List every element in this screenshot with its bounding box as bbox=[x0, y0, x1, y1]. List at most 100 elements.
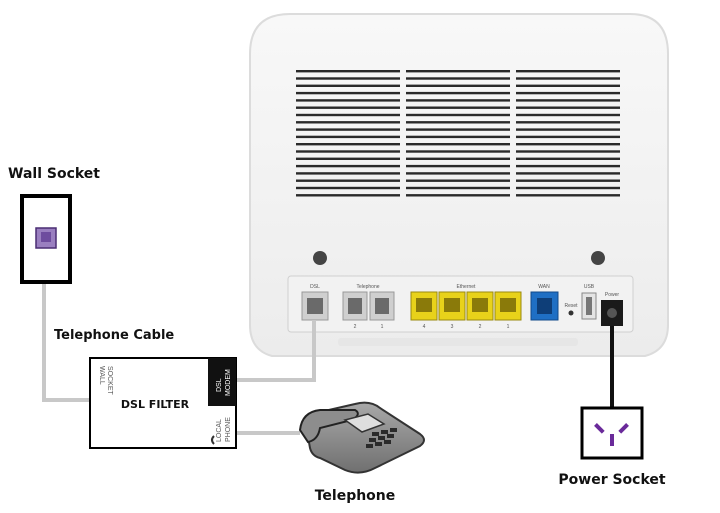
vent-slot bbox=[296, 164, 400, 168]
phone-jack-contacts bbox=[41, 232, 51, 242]
power-port-pin bbox=[607, 308, 617, 318]
ethernet-port-jack bbox=[416, 298, 432, 312]
vent-slot bbox=[406, 194, 510, 197]
dsl-port bbox=[301, 291, 329, 321]
vent-slot bbox=[296, 150, 400, 153]
vent-slot bbox=[516, 179, 620, 182]
vent-slot bbox=[296, 84, 400, 87]
phone-handset bbox=[298, 409, 359, 444]
keypad-button bbox=[384, 440, 391, 444]
wall-socket-title: Wall Socket bbox=[8, 166, 100, 182]
vent-slot bbox=[516, 113, 620, 117]
power-port-label: Power bbox=[605, 292, 620, 298]
telephone-ports-label: Telephone bbox=[356, 284, 379, 290]
dsl-filter-title: DSL FILTER bbox=[121, 398, 190, 411]
wan-port-jack bbox=[537, 298, 552, 314]
vent-slot bbox=[516, 194, 620, 197]
router-screw bbox=[313, 251, 327, 265]
power-socket: Power Socket bbox=[558, 406, 666, 488]
vent-slot bbox=[406, 99, 510, 102]
vent-slot bbox=[296, 157, 400, 160]
filter-dsl-modem-port-label: DSL MODEM bbox=[216, 369, 232, 396]
vent-slot bbox=[406, 179, 510, 182]
vent-slot bbox=[296, 70, 400, 73]
filter-to-router-dsl-cable bbox=[236, 320, 316, 382]
ethernet-port bbox=[438, 291, 466, 321]
vent-slot bbox=[406, 150, 510, 153]
keypad-button bbox=[366, 444, 373, 448]
handset-glyph-icon bbox=[211, 435, 215, 445]
router: DSL Telephone 2 1 Ethernet 4 3 2 1 WAN R… bbox=[249, 13, 669, 357]
phone-keypad bbox=[366, 428, 397, 448]
telephone-title: Telephone bbox=[315, 488, 396, 504]
vent-slot bbox=[406, 172, 510, 175]
desk-phone-icon: Telephone bbox=[298, 401, 425, 504]
vent-slot bbox=[516, 143, 620, 146]
vent-slot bbox=[516, 157, 620, 160]
usb-port-label: USB bbox=[584, 284, 595, 290]
telephone-port-number: 1 bbox=[381, 324, 384, 330]
vent-slot bbox=[406, 91, 510, 95]
vent-slot bbox=[406, 121, 510, 124]
vent-slot bbox=[406, 128, 510, 131]
telephone-cable-label: Telephone Cable bbox=[54, 328, 174, 343]
vent-slot bbox=[296, 91, 400, 95]
svg-text:DSL: DSL bbox=[216, 378, 223, 392]
vent-slot bbox=[516, 164, 620, 168]
wan-port-label: WAN bbox=[538, 284, 550, 290]
keypad-button bbox=[378, 436, 385, 440]
vent-slot bbox=[406, 106, 510, 109]
reset-pinhole bbox=[568, 310, 574, 316]
vent-slot bbox=[516, 77, 620, 80]
cables bbox=[42, 282, 614, 435]
power-socket-title: Power Socket bbox=[558, 472, 666, 488]
filter-local-phone-port-label: LOCAL PHONE bbox=[216, 417, 232, 442]
power-plug-icon bbox=[594, 423, 629, 446]
keypad-button bbox=[387, 434, 394, 438]
dsl-port-label: DSL bbox=[310, 284, 320, 290]
telephone-port-2-jack bbox=[348, 298, 362, 314]
vent-slot bbox=[406, 70, 510, 73]
vent-slot bbox=[296, 99, 400, 102]
vent-slot bbox=[296, 143, 400, 146]
vent-slot bbox=[406, 77, 510, 80]
dsl-port-jack bbox=[307, 298, 323, 314]
vent-slot bbox=[296, 186, 400, 190]
vent-slot bbox=[516, 70, 620, 73]
router-vent-grille bbox=[296, 70, 620, 197]
ethernet-port-jack bbox=[444, 298, 460, 312]
keypad-button bbox=[372, 432, 379, 436]
vent-slot bbox=[516, 84, 620, 87]
vent-slot bbox=[296, 179, 400, 182]
vent-slot bbox=[516, 91, 620, 95]
svg-text:SOCKET: SOCKET bbox=[106, 366, 113, 396]
keypad-button bbox=[381, 430, 388, 434]
telephone-port-1-jack bbox=[375, 298, 389, 314]
vent-slot bbox=[406, 84, 510, 87]
ethernet-port-jack bbox=[472, 298, 488, 312]
vent-slot bbox=[516, 186, 620, 190]
svg-text:PHONE: PHONE bbox=[225, 417, 232, 442]
reset-label: Reset bbox=[564, 303, 578, 309]
vent-slot bbox=[296, 113, 400, 117]
usb-port-slot bbox=[586, 297, 592, 315]
ethernet-port-number: 3 bbox=[451, 324, 454, 330]
vent-slot bbox=[296, 194, 400, 197]
vent-slot bbox=[516, 106, 620, 109]
ethernet-ports-label: Ethernet bbox=[457, 284, 477, 290]
dsl-modem-port-block bbox=[208, 358, 236, 406]
vent-slot bbox=[406, 186, 510, 190]
vent-slot bbox=[406, 113, 510, 117]
wall-socket: Wall Socket bbox=[8, 166, 100, 284]
vent-slot bbox=[516, 128, 620, 131]
vent-slot bbox=[516, 121, 620, 124]
vent-slot bbox=[516, 99, 620, 102]
phone-display bbox=[343, 413, 386, 433]
keypad-button bbox=[369, 438, 376, 442]
vent-slot bbox=[406, 135, 510, 139]
vent-slot bbox=[296, 135, 400, 139]
svg-text:LOCAL: LOCAL bbox=[216, 419, 223, 442]
filter-wall-socket-port-label: WALL SOCKET bbox=[98, 366, 113, 396]
vent-slot bbox=[296, 172, 400, 175]
